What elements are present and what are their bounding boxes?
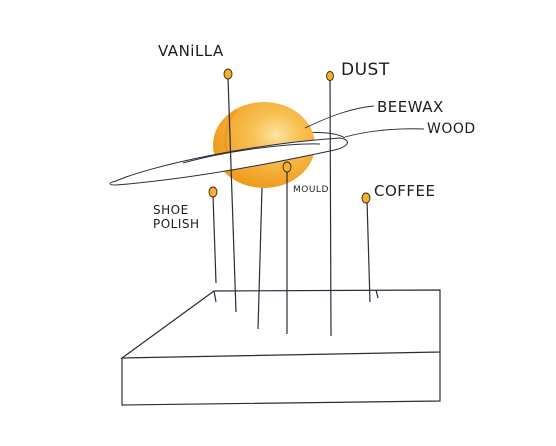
pin-mould xyxy=(282,161,292,173)
label-shoe-polish-line1: SHOE xyxy=(153,203,189,217)
label-vanilla: VANiLLA xyxy=(158,42,224,60)
label-shoe-polish: SHOE POLISH xyxy=(153,203,200,231)
leader-wood xyxy=(344,128,425,138)
label-dust: DUST xyxy=(341,60,390,80)
rod-shoe-polish xyxy=(212,194,217,284)
base-back-left-edge xyxy=(213,290,217,303)
leader-lines xyxy=(304,105,425,138)
rods xyxy=(212,77,371,337)
label-coffee: COFFEE xyxy=(374,182,436,200)
pin-shoe-polish xyxy=(208,186,218,198)
rod-dust xyxy=(329,77,332,337)
pin-heads xyxy=(208,68,371,204)
base-back-right-edge xyxy=(375,289,379,299)
leader-beewax xyxy=(304,105,375,129)
rod-coffee xyxy=(366,199,371,303)
pin-dust xyxy=(326,71,334,81)
pin-coffee xyxy=(361,192,371,204)
base-top-face xyxy=(120,289,441,359)
pin-vanilla xyxy=(223,68,233,80)
label-wood: WOOD xyxy=(427,121,476,137)
label-shoe-polish-line2: POLISH xyxy=(153,217,200,231)
base-box xyxy=(120,289,441,406)
label-beewax: BEEWAX xyxy=(377,98,444,116)
label-mould: MOULD xyxy=(293,185,329,195)
rod-vanilla xyxy=(227,77,237,313)
base-front-face xyxy=(121,352,441,406)
rod-center xyxy=(257,187,263,330)
